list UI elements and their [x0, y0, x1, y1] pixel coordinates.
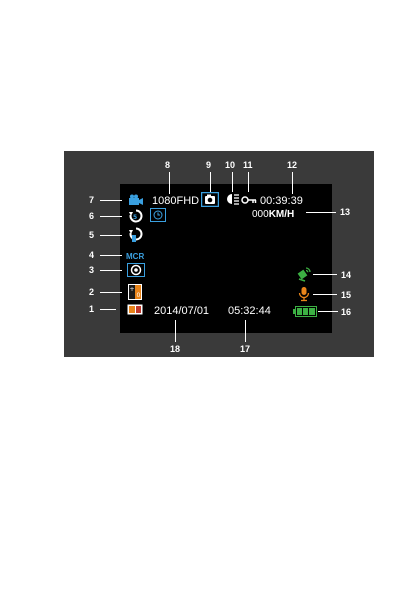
- callout-11: 11: [243, 160, 253, 170]
- callout-18: 18: [170, 344, 181, 354]
- callout-line-11: [248, 172, 249, 192]
- callout-line-16: [318, 311, 338, 312]
- callout-15: 15: [341, 290, 352, 300]
- callout-14: 14: [341, 270, 352, 280]
- microphone-icon: [298, 287, 310, 302]
- callout-line-1: [100, 309, 116, 310]
- memory-card-icon: [127, 304, 143, 315]
- callout-line-6: [100, 216, 122, 217]
- callout-13: 13: [340, 207, 351, 217]
- svg-text:5: 5: [133, 214, 137, 221]
- exposure-icon: + 0: [128, 284, 142, 300]
- callout-line-18: [175, 320, 176, 342]
- callout-8: 8: [165, 160, 171, 170]
- timer-icon: [150, 208, 166, 222]
- mcr-icon: MCR: [126, 252, 145, 261]
- callout-line-13: [306, 212, 336, 213]
- callout-4: 4: [89, 250, 95, 260]
- gps-icon: [297, 267, 311, 282]
- callout-line-7: [100, 200, 122, 201]
- callout-17: 17: [240, 344, 251, 354]
- key-lock-icon: [241, 196, 257, 204]
- white-balance-icon: [127, 263, 145, 277]
- speed-readout: 000KM/H: [252, 208, 294, 221]
- callout-9: 9: [206, 160, 212, 170]
- callout-line-8: [169, 172, 170, 194]
- camera-mode-icon: [201, 192, 219, 207]
- callout-line-2: [100, 292, 122, 293]
- video-camera-icon: [129, 194, 143, 205]
- callout-2: 2: [89, 287, 95, 297]
- callout-3: 3: [89, 265, 95, 275]
- callout-16: 16: [341, 307, 352, 317]
- resolution-text: 1080FHD: [152, 195, 200, 207]
- motion-detect-icon: 5: [129, 209, 143, 223]
- elapsed-time-text: 00:39:39: [260, 195, 303, 207]
- svg-text:0: 0: [137, 292, 141, 299]
- callout-line-3: [100, 270, 122, 271]
- callout-line-4: [100, 255, 122, 256]
- callout-10: 10: [225, 160, 236, 170]
- callout-line-9: [210, 172, 211, 192]
- callout-5: 5: [89, 230, 95, 240]
- callout-line-17: [245, 320, 246, 342]
- svg-text:+: +: [130, 286, 135, 293]
- callout-line-12: [292, 172, 293, 194]
- callout-1: 1: [89, 304, 95, 314]
- callout-6: 6: [89, 211, 95, 221]
- callout-12: 12: [287, 160, 298, 170]
- callout-line-5: [100, 235, 122, 236]
- date-text: 2014/07/01: [154, 305, 210, 317]
- loop-recording-icon: [129, 227, 143, 242]
- speed-value: 000: [252, 209, 269, 220]
- battery-icon: [293, 306, 317, 317]
- callout-line-15: [313, 294, 337, 295]
- speed-unit: KM/H: [268, 209, 295, 220]
- callout-7: 7: [89, 195, 95, 205]
- callout-line-10: [232, 172, 233, 192]
- clock-text: 05:32:44: [228, 305, 271, 317]
- callout-line-14: [313, 274, 337, 275]
- headlight-icon: [227, 194, 239, 205]
